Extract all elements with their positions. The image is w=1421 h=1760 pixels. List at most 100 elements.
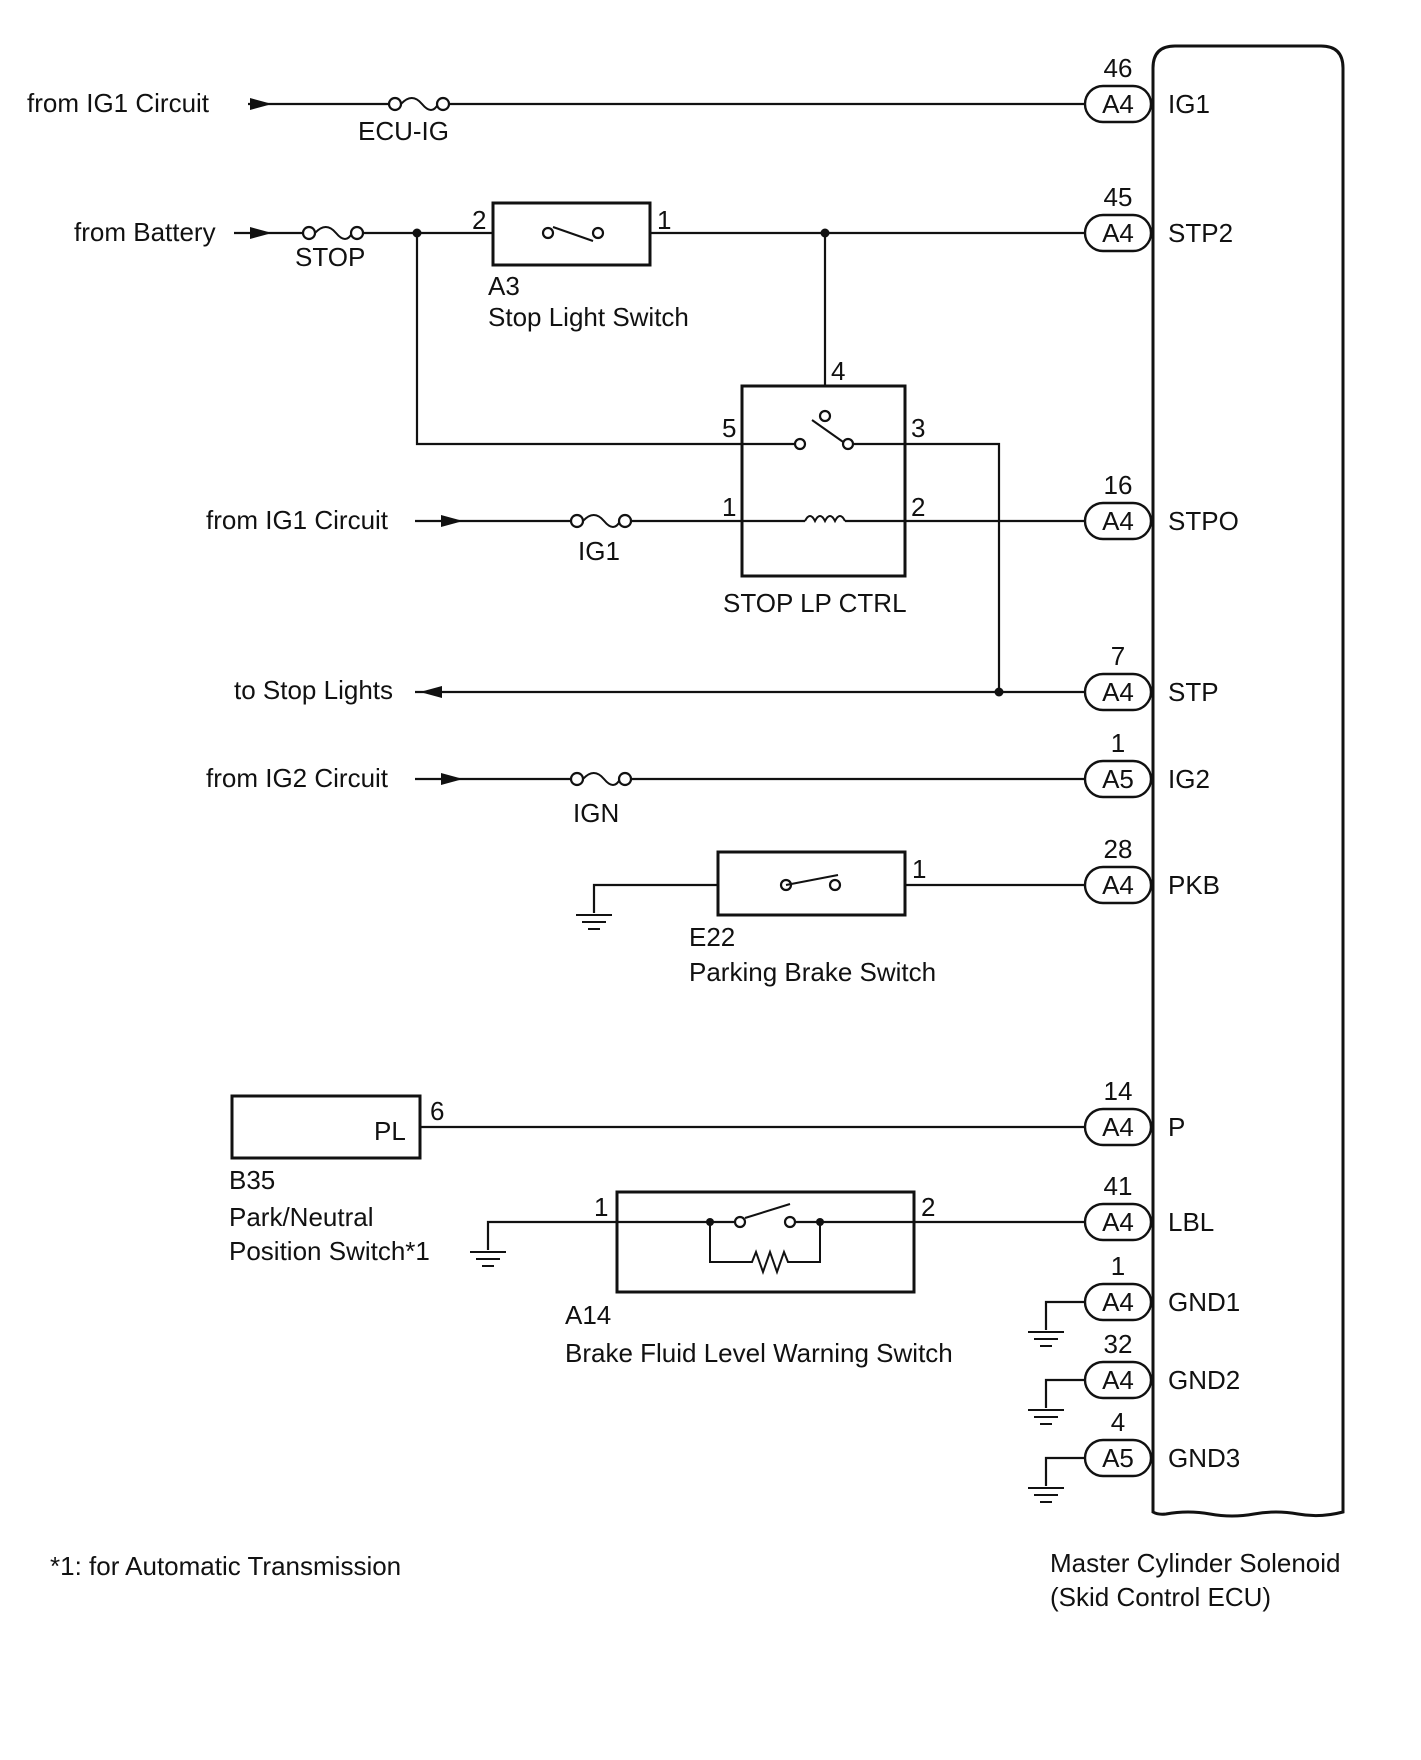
- relay-pin5: 5: [722, 413, 736, 443]
- a14-code: A14: [565, 1300, 611, 1330]
- from-ig1-label-mid: from IG1 Circuit: [206, 505, 389, 535]
- relay-pin4: 4: [831, 356, 845, 386]
- relay-switch-icon: [742, 409, 905, 451]
- arrow-right-icon: [250, 98, 272, 110]
- connector-pill: [1083, 1282, 1153, 1322]
- b35-name-line1: Park/Neutral: [229, 1202, 374, 1232]
- ground-icon: [1028, 1456, 1085, 1503]
- e22-name: Parking Brake Switch: [689, 957, 936, 987]
- connector-code: A4: [1102, 1365, 1134, 1395]
- a3-name: Stop Light Switch: [488, 302, 689, 332]
- connector-signal-label: STPO: [1168, 506, 1239, 536]
- connector-pill: [1083, 84, 1153, 124]
- a3-pin-left: 2: [472, 205, 486, 235]
- e22-code: E22: [689, 922, 735, 952]
- arrow-right-icon: [441, 515, 463, 527]
- a14-pin-left: 1: [594, 1192, 608, 1222]
- b35-code: B35: [229, 1165, 275, 1195]
- relay-coil-icon: [742, 515, 905, 524]
- footnote: *1: for Automatic Transmission: [50, 1551, 401, 1581]
- connector-code: A4: [1102, 870, 1134, 900]
- fuse-ign-label: IGN: [573, 798, 619, 828]
- a3-code: A3: [488, 271, 520, 301]
- arrow-right-icon: [250, 227, 272, 239]
- a14-name: Brake Fluid Level Warning Switch: [565, 1338, 953, 1368]
- parking-brake-switch-box: [716, 850, 907, 917]
- connector-pin-number: 45: [1104, 182, 1133, 212]
- ground-icon: [470, 1220, 617, 1267]
- relay-pin2: 2: [911, 492, 925, 522]
- connector-code: A4: [1102, 218, 1134, 248]
- fuse-ecu-ig-label: ECU-IG: [358, 116, 449, 146]
- connector-ig2: 1A5 IG2: [1083, 728, 1210, 799]
- ecu-title-line1: Master Cylinder Solenoid: [1050, 1548, 1340, 1578]
- connector-pin-number: 1: [1111, 1251, 1125, 1281]
- connector-code: A4: [1102, 677, 1134, 707]
- relay-pin1: 1: [722, 492, 736, 522]
- connector-pin-number: 28: [1104, 834, 1133, 864]
- connector-signal-label: PKB: [1168, 870, 1220, 900]
- connector-signal-label: IG2: [1168, 764, 1210, 794]
- connector-pill: [1083, 865, 1153, 905]
- b35-name-line2: Position Switch*1: [229, 1236, 430, 1266]
- arrow-left-icon: [420, 686, 442, 698]
- connector-stp: 7A4 STP: [1083, 641, 1219, 712]
- a3-pin-right: 1: [657, 205, 671, 235]
- connector-pill: [1083, 213, 1153, 253]
- relay-pin3: 3: [911, 413, 925, 443]
- connector-pin-number: 14: [1104, 1076, 1133, 1106]
- brake-fluid-switch-box: [615, 1190, 916, 1294]
- from-ig2-label: from IG2 Circuit: [206, 763, 389, 793]
- connector-pill: [1083, 1360, 1153, 1400]
- connector-pin-number: 7: [1111, 641, 1125, 671]
- fuse-stop-label: STOP: [295, 242, 365, 272]
- connector-pill: [1083, 759, 1153, 799]
- connector-signal-label: GND2: [1168, 1365, 1240, 1395]
- connector-pill: [1083, 672, 1153, 712]
- connector-pin-number: 32: [1104, 1329, 1133, 1359]
- connector-signal-label: LBL: [1168, 1207, 1214, 1237]
- connector-pin-number: 41: [1104, 1171, 1133, 1201]
- connector-code: A4: [1102, 1287, 1134, 1317]
- arrow-right-icon: [441, 773, 463, 785]
- ground-icon: [1028, 1378, 1085, 1425]
- connector-pin-number: 4: [1111, 1407, 1125, 1437]
- b35-box-label: PL: [374, 1116, 406, 1146]
- connector-pill: [1083, 1107, 1153, 1147]
- connector-pin-number: 46: [1104, 53, 1133, 83]
- switch-icon: [779, 874, 842, 892]
- to-stop-lights-label: to Stop Lights: [234, 675, 393, 705]
- connector-signal-label: STP2: [1168, 218, 1233, 248]
- fuse-icon: [569, 513, 633, 529]
- connector-signal-label: P: [1168, 1112, 1185, 1142]
- connector-pill: [1083, 1202, 1153, 1242]
- fuse-icon: [387, 96, 451, 112]
- connector-signal-label: GND3: [1168, 1443, 1240, 1473]
- ecu-title-line2: (Skid Control ECU): [1050, 1582, 1271, 1612]
- a14-pin-right: 2: [921, 1192, 935, 1222]
- fuse-icon: [569, 771, 633, 787]
- connector-pin-number: 1: [1111, 728, 1125, 758]
- connector-signal-label: IG1: [1168, 89, 1210, 119]
- connector-code: A5: [1102, 764, 1134, 794]
- ground-icon: [1028, 1300, 1085, 1347]
- connector-pill: [1083, 1438, 1153, 1478]
- connector-code: A4: [1102, 89, 1134, 119]
- ground-icon: [576, 883, 718, 930]
- relay-name: STOP LP CTRL: [723, 588, 907, 618]
- connector-signal-label: STP: [1168, 677, 1219, 707]
- switch-resistor-icon: [617, 1203, 914, 1276]
- connector-pill: [1083, 501, 1153, 541]
- fuse-ig1-label: IG1: [578, 536, 620, 566]
